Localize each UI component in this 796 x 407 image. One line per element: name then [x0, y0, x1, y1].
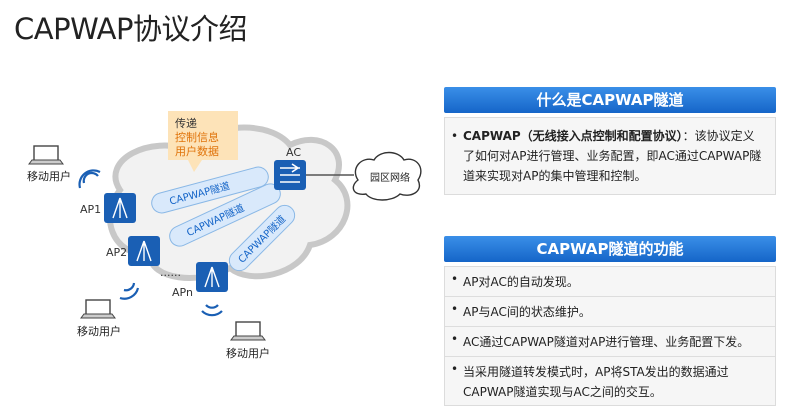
apn-label: APn [172, 286, 193, 299]
list-item: AP对AC的自动发现。 [445, 267, 775, 296]
list-item: AP与AC间的状态维护。 [445, 296, 775, 326]
definition-item: CAPWAP（无线接入点控制和配置协议）：该协议定义 了如何对AP进行管理、业务… [445, 124, 775, 188]
callout-line-2: 控制信息 [175, 130, 219, 144]
wifi-signal-icon [78, 169, 101, 189]
network-diagram: 传递 控制信息 用户数据 CAPWAP隧道 CAPWAP隧道 CAPWAP隧道 … [27, 111, 422, 360]
mobile-user-label-1: 移动用户 [27, 169, 71, 183]
mobile-user-label-2: 移动用户 [77, 324, 121, 338]
ap2-label: AP2 [106, 246, 127, 259]
list-item: AC通过CAPWAP隧道对AP进行管理、业务配置下发。 [445, 326, 775, 356]
data-callout: 传递 控制信息 用户数据 [168, 111, 238, 172]
laptop-icon [80, 299, 116, 319]
definition-text-3: 道来实现对AP的集中管理和控制。 [463, 169, 647, 183]
panel-header: CAPWAP隧道的功能 [444, 236, 776, 262]
ap1-label: AP1 [80, 203, 101, 216]
callout-line-1: 传递 [175, 116, 197, 130]
callout-line-3: 用户数据 [175, 144, 219, 158]
definition-term: CAPWAP（无线接入点控制和配置协议） [463, 129, 683, 143]
laptop-icon [28, 145, 64, 165]
apn-icon [196, 262, 228, 292]
ac-controller-icon [274, 160, 306, 190]
definition-text-2: 了如何对AP进行管理、业务配置，即AC通过CAPWAP隧 [463, 149, 762, 163]
page-title: CAPWAP协议介绍 [14, 12, 248, 46]
definition-text-1: ：该协议定义 [682, 129, 755, 143]
ap1-icon [104, 193, 136, 223]
panel-body: AP对AC的自动发现。 AP与AC间的状态维护。 AC通过CAPWAP隧道对AP… [444, 266, 776, 406]
panel-header: 什么是CAPWAP隧道 [444, 87, 776, 113]
list-item-text-2: CAPWAP隧道实现与AC之间的交互。 [463, 385, 662, 399]
ac-label: AC [286, 146, 301, 159]
panel-body: CAPWAP（无线接入点控制和配置协议）：该协议定义 了如何对AP进行管理、业务… [444, 117, 776, 195]
mobile-user-label-3: 移动用户 [226, 346, 270, 360]
campus-network-icon: 园区网络 [352, 151, 422, 201]
wifi-signal-icon [119, 282, 140, 300]
ap-ellipsis: ...... [160, 266, 181, 279]
ap2-icon [128, 236, 160, 266]
list-item-text-1: 当采用隧道转发模式时，AP将STA发出的数据通过 [463, 365, 729, 379]
campus-label: 园区网络 [370, 171, 410, 184]
capwap-functions-panel: CAPWAP隧道的功能 AP对AC的自动发现。 AP与AC间的状态维护。 AC通… [444, 236, 776, 406]
what-is-capwap-panel: 什么是CAPWAP隧道 CAPWAP（无线接入点控制和配置协议）：该协议定义 了… [444, 87, 776, 195]
laptop-icon [230, 321, 266, 341]
wifi-signal-icon [201, 304, 223, 317]
list-item: 当采用隧道转发模式时，AP将STA发出的数据通过 CAPWAP隧道实现与AC之间… [445, 356, 775, 405]
